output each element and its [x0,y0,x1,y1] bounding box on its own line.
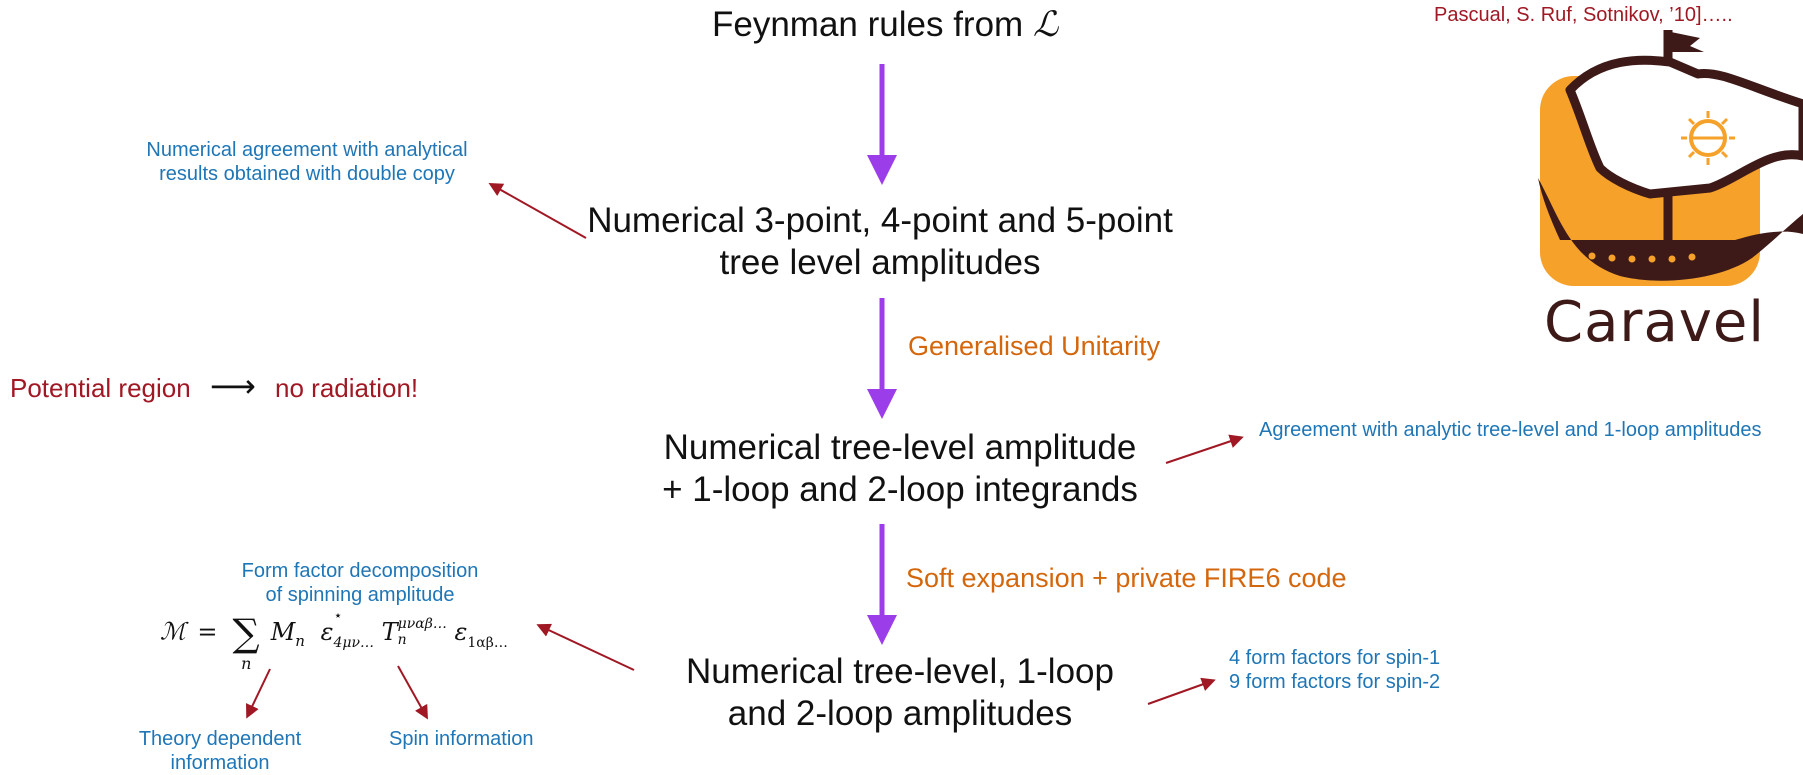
analytic-agreement-note: Agreement with analytic tree-level and 1… [1259,419,1762,441]
tensor-sup: μναβ… [397,615,447,632]
form-factors-count-arrow [1147,677,1216,705]
caravel-logo: Caravel [1530,28,1803,358]
step-integrands: Numerical tree-level amplitude + 1-loop … [600,427,1200,511]
theory-dependent-arrow [245,668,271,719]
step-loop-amplitudes-line1: Numerical tree-level, 1-loop [686,652,1114,691]
eps-star-symbol: ε [320,617,334,646]
theory-dependent-note: Theory dependent information [138,728,302,774]
double-copy-note: Numerical agreement with analytical resu… [146,139,468,185]
eps-star-sub: 4μν… [333,634,375,651]
no-radiation-label: no radiation! [275,373,419,403]
step-integrands-line2: + 1-loop and 2-loop integrands [662,470,1138,509]
lagrangian-symbol: ℒ [1032,5,1059,45]
step-feynman-rules-text: Feynman rules from [712,5,1033,44]
spin-information-arrow [397,665,428,720]
formula-coefficient: Mn [270,617,305,650]
eps-symbol: ε [454,617,468,646]
eps-star-sup: ⋆ [333,607,343,624]
step-tree-amplitudes: Numerical 3-point, 4-point and 5-point t… [560,200,1200,284]
formula-equals: = [197,617,218,646]
method-soft-expansion: Soft expansion + private FIRE6 code [906,563,1347,593]
formula-eps: ε1αβ… [454,617,507,651]
sum-symbol: ∑ [232,611,260,655]
eps-sub: 1αβ… [467,634,508,651]
formula-eps-star: ε⋆ 4μν… [320,608,374,651]
tensor-sub: n [397,631,407,648]
caravel-logo-text: Caravel [1544,290,1765,355]
spin-information-note: Spin information [389,728,534,750]
formula-lhs: ℳ [160,617,186,646]
step-tree-amplitudes-line2: tree level amplitudes [719,243,1041,282]
potential-region-label: Potential region [10,373,191,403]
step-loop-amplitudes-line2: and 2-loop amplitudes [727,694,1073,733]
step-loop-amplitudes: Numerical tree-level, 1-loop and 2-loop … [620,651,1180,735]
form-factor-decomposition-note: Form factor decomposition of spinning am… [241,560,479,606]
form-factor-arrow [536,623,635,671]
implies-arrow: ⟶ [209,367,256,405]
sum-index: n [241,654,252,673]
form-factor-formula: ℳ = ∑ n Mn ε⋆4μν… Tμναβ…n ε1αβ… [160,608,508,674]
analytic-agreement-arrow [1165,434,1244,464]
citation-text: Pascual, S. Ruf, Sotnikov, ’10]….. [1434,4,1733,26]
double-copy-arrow [488,183,587,239]
formula-tensor: Tμναβ…n [381,615,447,648]
coef-symbol: M [270,617,296,646]
potential-region-note: Potential region ⟶ no radiation! [10,367,418,405]
coef-subscript: n [295,631,305,650]
method-generalised-unitarity: Generalised Unitarity [908,331,1161,361]
formula-sum: ∑ n [229,611,263,673]
caravel-ship-icon [1538,30,1803,286]
step-feynman-rules: Feynman rules from ℒ [712,4,1058,46]
step-integrands-line1: Numerical tree-level amplitude [663,428,1137,467]
tensor-symbol: T [381,617,398,646]
form-factors-count-note: 4 form factors for spin-1 9 form factors… [1229,647,1441,693]
step-tree-amplitudes-line1: Numerical 3-point, 4-point and 5-point [587,201,1173,240]
